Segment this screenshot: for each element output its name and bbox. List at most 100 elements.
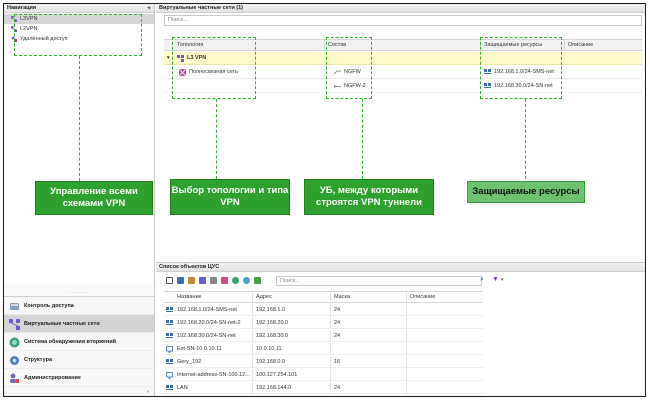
expand-chevron-icon[interactable]: ▾ [167,55,170,61]
network-icon [484,83,491,88]
object-description [406,343,483,355]
module-vpn[interactable]: Виртуальные частные сети [4,315,154,333]
range-filter-icon[interactable] [210,277,217,284]
collapse-icon[interactable]: ◂ [147,5,150,11]
column-address[interactable]: Адрес [252,292,330,304]
module-access-control[interactable]: Контроль доступа [4,297,154,315]
object-description [406,317,483,329]
gateway-icon [334,84,341,89]
objects-search-input[interactable]: Поиск... [276,276,482,286]
column-description[interactable]: Описание [564,40,642,51]
vpn-table-header: Топология Состав Защищаемые ресурсы Опис… [164,39,642,51]
vpn-row[interactable]: Полносвязная сеть NGFW 192.168.1.0/24-SM… [164,66,642,79]
object-address: 192.168.20.0 [252,317,330,329]
tree-item-remote-access[interactable]: Удалённый доступ [4,34,154,44]
object-address: 100.127.254.101 [252,369,330,381]
network-object-icon [166,332,173,338]
remote-access-icon [11,36,17,42]
nav-highlight-frame [14,14,142,56]
objects-panel-header: Список объектов ЦУС [156,263,645,272]
filter-icon[interactable]: ▼ [492,276,499,283]
zone-filter-icon[interactable] [254,277,261,284]
column-obj-description[interactable]: Описание [406,292,483,304]
module-ids[interactable]: Система обнаружения вторжений [4,333,154,351]
column-members[interactable]: Состав [324,40,474,51]
vpn-search-input[interactable]: Поиск... [164,15,642,26]
host-object-icon [166,371,173,379]
members-connector [362,99,363,179]
member-value: NGFW-2 [344,83,366,89]
topology-connector [216,99,217,179]
object-name: 192.168.1.0/24-SMS-net [177,307,237,313]
network-object-icon [166,358,173,364]
network-icon [484,69,491,74]
vpn-icon [9,319,20,330]
nav-more-button[interactable]: » [146,389,149,395]
resources-highlight-frame [480,37,562,99]
topology-highlight-frame [172,37,256,99]
object-mask [330,369,406,381]
network-object-icon [166,319,173,325]
annotation-members: УБ, между которыми строятся VPN туннели [304,179,434,215]
group-filter-icon[interactable] [199,277,206,284]
host-object-icon [166,345,173,353]
column-mask[interactable]: Маска [330,292,406,304]
network-object-icon [166,384,173,390]
structure-icon [10,356,19,365]
l2vpn-icon [11,26,17,32]
members-highlight-frame [326,37,372,99]
module-label: Система обнаружения вторжений [24,339,117,345]
module-administration[interactable]: Администрирование [4,369,154,387]
object-name: 192.168.30.0/24-SN-net [177,333,236,339]
tree-item-l2vpn[interactable]: L2VPN [4,24,154,34]
host-filter-icon[interactable] [188,277,195,284]
vpn-row[interactable]: NGFW-2 192.168.30.0/24-SN-net [164,80,642,93]
module-label: Администрирование [24,375,81,381]
object-name: LAN [177,385,188,391]
object-mask: 24 [330,382,406,394]
vpn-panel: Виртуальные частные сети (1) Поиск... То… [156,4,645,261]
column-name[interactable]: Название [177,294,202,300]
table-row[interactable]: Internet-address-SN-100.12...100.127.254… [164,369,483,381]
network-filter-icon[interactable] [177,277,184,284]
service-filter-icon[interactable] [232,277,239,284]
tree-item-l3vpn[interactable]: L3VPN [4,14,154,24]
object-mask: 24 [330,330,406,342]
search-icon[interactable]: ⌕ [480,276,484,283]
navigation-header: Навигация ◂ [4,4,154,13]
ids-icon [9,337,20,348]
schedule-filter-icon[interactable] [243,277,250,284]
object-address: 192.168.0.0 [252,356,330,368]
annotation-resources: Защищаемые ресурсы [467,181,585,203]
object-description [406,356,483,368]
column-topology[interactable]: Топология [177,42,204,48]
administration-icon [10,373,19,383]
objects-panel: Список объектов ЦУС Поиск... ⌕ ▼ ▾ Назва… [156,262,645,396]
object-name: Internet-address-SN-100.12... [177,372,250,378]
user-filter-icon[interactable] [221,277,228,284]
topology-value: Полносвязная сеть [189,69,238,75]
object-description [406,330,483,342]
network-object-icon [166,306,173,312]
gateway-icon [334,70,341,75]
object-name: Ext-SN-10.0.10.11 [177,346,222,352]
objects-panel-title: Список объектов ЦУС [159,264,220,270]
module-label: Структура [24,357,52,363]
objects-table-header: Название Адрес Маска Описание [164,291,483,304]
annotation-topology: Выбор топологии и типа VPN [170,179,290,215]
nav-connector [79,56,80,181]
new-object-icon[interactable] [166,277,173,284]
object-address: 192.168.1.0 [252,304,330,316]
tree-item-label: Удалённый доступ [20,36,68,42]
filter-dropdown-icon[interactable]: ▾ [501,277,504,283]
module-structure[interactable]: Структура [4,351,154,369]
tree-item-label: L2VPN [20,26,38,32]
splitter-handle[interactable]: ········· [67,290,91,296]
vpn-group-row[interactable]: ▾ L3 VPN [164,52,642,65]
